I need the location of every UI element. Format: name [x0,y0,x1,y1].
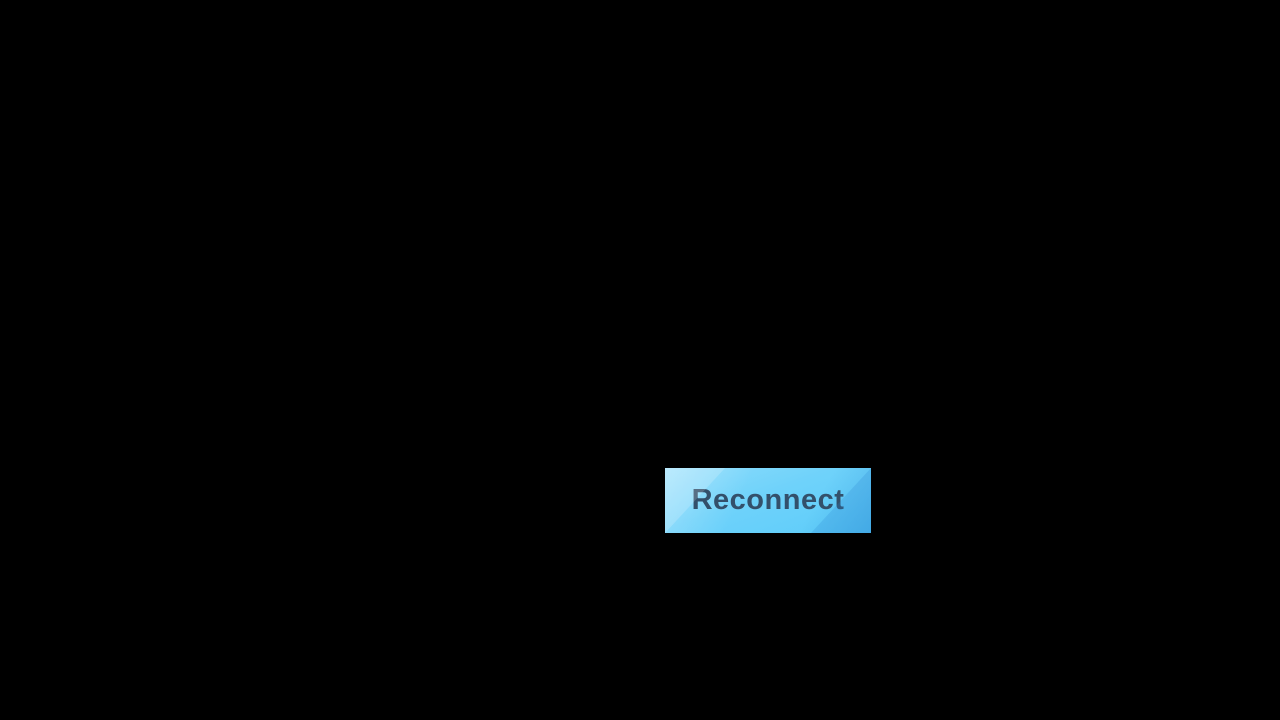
reconnect-button[interactable]: Reconnect [665,468,871,533]
